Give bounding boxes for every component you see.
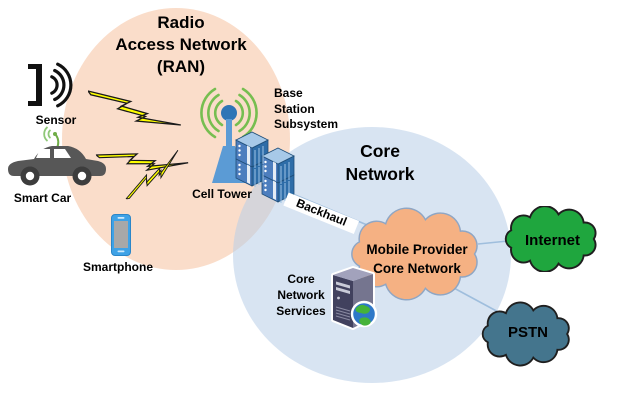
- server-icon: [331, 266, 378, 330]
- smartphone-label: Smartphone: [82, 260, 153, 274]
- ran-title-line: Access Network: [115, 35, 247, 54]
- pstn-line: [451, 286, 503, 315]
- globe-icon: [350, 300, 378, 328]
- core-title-line: Network: [345, 164, 415, 184]
- cell-tower-label: Cell Tower: [192, 187, 252, 201]
- smart-car-label: Smart Car: [13, 191, 72, 205]
- sensor-icon: [28, 62, 73, 108]
- internet-line: [477, 240, 509, 245]
- sensor-label: Sensor: [35, 113, 77, 127]
- core-network-services-label: Core Network Services: [276, 272, 326, 318]
- smartphone-icon: [111, 214, 131, 256]
- ran-title: Radio Access Network (RAN): [81, 12, 281, 78]
- internet-label: Internet: [524, 232, 580, 249]
- core-title-line: Core: [360, 141, 400, 161]
- base-station-subsystem-icon: [235, 131, 295, 203]
- smart-car-icon: [8, 126, 106, 186]
- lightning-bolt-icon: [87, 89, 181, 126]
- pstn-label: PSTN: [507, 324, 548, 341]
- provider-cloud-label: Mobile Provider Core Network: [366, 242, 468, 276]
- ran-title-line: (RAN): [156, 57, 206, 76]
- ran-title-line: Radio: [157, 13, 205, 32]
- lightning-bolt-icon: [124, 149, 179, 200]
- base-station-subsystem-label: Base Station Subsystem: [274, 86, 339, 131]
- core-title: Core Network: [300, 140, 460, 186]
